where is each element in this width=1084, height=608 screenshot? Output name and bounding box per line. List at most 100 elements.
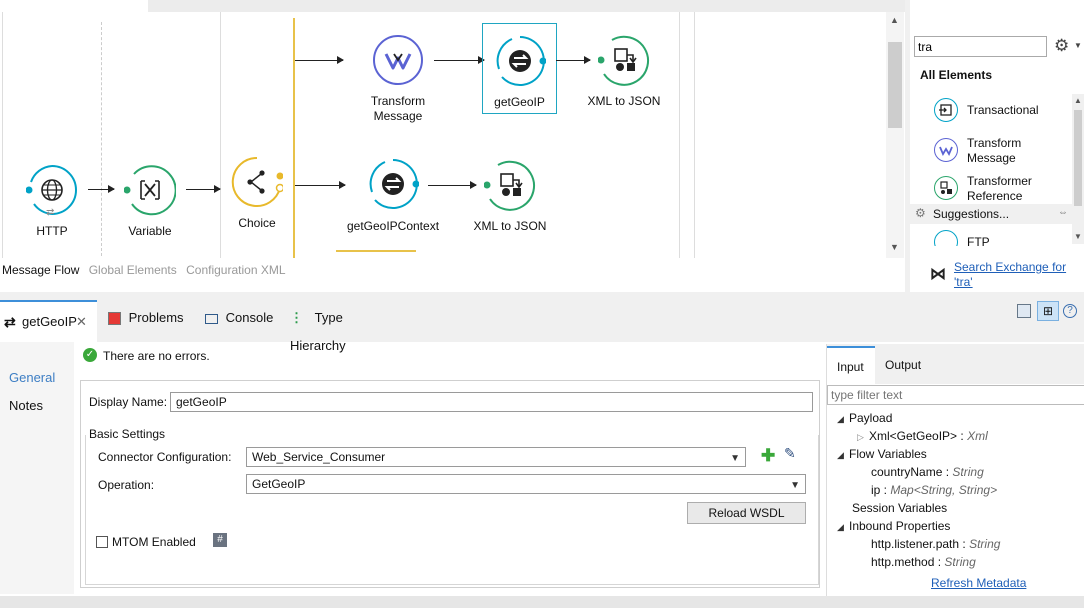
transform-message-node[interactable]: Transform Message: [356, 34, 440, 126]
save-icon[interactable]: [1017, 304, 1031, 318]
lane-divider: [2, 12, 3, 258]
http-listener-node[interactable]: ⇄ HTTP: [14, 164, 90, 244]
choice-scope-line: [293, 18, 295, 258]
help-icon[interactable]: ?: [1063, 304, 1077, 318]
tree-node-http-listener-path[interactable]: http.listener.path : String: [871, 537, 1001, 551]
choice-router-node[interactable]: Choice: [220, 156, 294, 236]
editor-side-nav: General Notes: [0, 342, 74, 594]
tab-console[interactable]: Console: [205, 304, 285, 334]
transformer-reference-icon: [934, 176, 958, 200]
console-icon: [205, 313, 218, 324]
chevron-down-icon[interactable]: ▼: [1074, 41, 1082, 50]
metadata-filter-input[interactable]: [827, 385, 1084, 405]
palette-item-label: Message: [967, 151, 1016, 165]
operation-select[interactable]: GetGeoIP ▼: [246, 474, 806, 494]
flow-arrow: [295, 56, 344, 64]
expression-mode-icon[interactable]: #: [213, 533, 227, 547]
lane-divider-dashed: [101, 22, 102, 256]
variable-label: Variable: [128, 224, 172, 238]
scroll-thumb[interactable]: [1074, 110, 1082, 206]
tab-global-elements[interactable]: Global Elements: [88, 263, 177, 277]
scroll-up-arrow[interactable]: ▲: [890, 15, 899, 25]
validation-status: There are no errors.: [103, 349, 210, 363]
tree-node-countryname[interactable]: countryName : String: [871, 465, 984, 479]
getgeoipcontext-node[interactable]: getGeoIPContext: [340, 158, 446, 238]
connector-config-select[interactable]: Web_Service_Consumer ▼: [246, 447, 746, 467]
lane-divider: [220, 12, 221, 258]
palette-search-input[interactable]: [914, 36, 1047, 57]
palette-item-label: Transformer: [967, 174, 1032, 188]
add-config-button[interactable]: ✚: [761, 446, 776, 465]
tree-view-toggle-icon[interactable]: ⊞: [1037, 301, 1059, 321]
tab-problems[interactable]: Problems: [108, 304, 194, 334]
scroll-thumb[interactable]: [888, 42, 902, 128]
web-service-consumer-icon: [367, 158, 419, 210]
properties-editor: ⇄ getGeoIP ✕ Problems Console ⋮ Type Hie…: [0, 296, 1084, 608]
chevron-down-icon: ▼: [790, 480, 800, 491]
general-form: Display Name: getGeoIP Basic Settings Co…: [80, 380, 820, 588]
refresh-metadata-link[interactable]: Refresh Metadata: [931, 576, 1027, 590]
transform-icon: [372, 34, 424, 86]
nav-notes[interactable]: Notes: [9, 398, 43, 413]
canvas-top-strip: [148, 0, 905, 12]
collapse-icon[interactable]: ⇔: [1058, 207, 1068, 218]
tab-type-hierarchy[interactable]: ⋮ Type Hierarchy: [290, 310, 346, 353]
tree-node-flow-variables[interactable]: ◢Flow Variables: [837, 447, 927, 461]
palette-list-scrollbar[interactable]: ▲ ▼: [1072, 94, 1084, 244]
suggestions-label: Suggestions...: [933, 207, 1010, 221]
scroll-down-arrow[interactable]: ▼: [890, 242, 899, 252]
palette-item-label: FTP: [967, 235, 990, 246]
flow-canvas[interactable]: ⇄ HTTP Variable: [0, 0, 905, 292]
xml-to-json-label-2: XML to JSON: [473, 219, 547, 233]
nav-general[interactable]: General: [9, 370, 56, 385]
display-name-label: Display Name:: [89, 395, 168, 409]
tree-node-session-variables[interactable]: Session Variables: [852, 501, 948, 515]
editor-tab-bar: ⇄ getGeoIP ✕ Problems Console ⋮ Type Hie…: [0, 296, 1084, 353]
flow-arrow: [88, 185, 115, 193]
choice-branch-icon: [231, 156, 283, 208]
tab-message-flow[interactable]: Message Flow: [2, 263, 80, 277]
reload-wsdl-button[interactable]: Reload WSDL: [687, 502, 806, 524]
display-name-input[interactable]: getGeoIP: [170, 392, 813, 412]
suggestions-icon: ⚙: [915, 206, 926, 220]
web-service-consumer-icon: [494, 35, 546, 87]
tree-node-http-method[interactable]: http.method : String: [871, 555, 976, 569]
tree-node-payload[interactable]: ◢Payload: [837, 411, 893, 425]
lane-divider: [679, 12, 680, 258]
palette-item-transformer-reference[interactable]: Transformer Reference: [934, 172, 1074, 204]
search-exchange-link[interactable]: Search Exchange for 'tra': [954, 260, 1067, 289]
getgeoip-node[interactable]: getGeoIP: [482, 23, 557, 114]
tab-getgeoip[interactable]: ⇄ getGeoIP ✕: [0, 300, 97, 342]
exchange-icon: ⋈: [930, 266, 946, 283]
choice-label: Choice: [238, 216, 276, 230]
tree-node-ip[interactable]: ip : Map<String, String>: [871, 483, 998, 497]
flow-arrow: [556, 56, 591, 64]
palette-item-transactional[interactable]: Transactional: [934, 98, 1074, 126]
lane-divider: [694, 12, 695, 258]
close-icon[interactable]: ✕: [76, 314, 87, 329]
basic-settings-group: [85, 435, 819, 585]
scroll-down-arrow[interactable]: ▼: [1074, 232, 1082, 241]
getgeoip-label: getGeoIP: [494, 95, 545, 109]
edit-config-button[interactable]: ✎: [784, 445, 796, 461]
scroll-up-arrow[interactable]: ▲: [1074, 96, 1082, 105]
xml-to-json-icon: [598, 34, 650, 86]
xml-to-json-node-1[interactable]: XML to JSON: [584, 34, 664, 114]
xml-to-json-node-2[interactable]: XML to JSON: [470, 159, 550, 239]
mtom-checkbox[interactable]: [96, 536, 108, 548]
tree-node-inbound-properties[interactable]: ◢Inbound Properties: [837, 519, 951, 533]
route-underline: [336, 250, 416, 252]
tab-output[interactable]: Output: [885, 358, 922, 372]
mtom-label: MTOM Enabled: [112, 535, 196, 549]
palette-item-ftp[interactable]: FTP: [934, 230, 1072, 246]
gear-icon[interactable]: ⚙: [1054, 36, 1070, 55]
palette-item-transform-message[interactable]: Transform Message: [934, 134, 1074, 166]
tree-node-xml-getgeoip[interactable]: ▷Xml<GetGeoIP> : Xml: [857, 429, 988, 443]
tab-input[interactable]: Input: [827, 346, 875, 384]
canvas-vertical-scrollbar[interactable]: ▲ ▼: [886, 12, 904, 258]
suggestions-header[interactable]: ⚙ Suggestions... ⇔: [910, 204, 1072, 224]
variable-node[interactable]: Variable: [112, 164, 188, 244]
tab-configuration-xml[interactable]: Configuration XML: [186, 263, 286, 277]
flow-arrow: [295, 181, 346, 189]
xml-to-json-icon: [484, 159, 536, 211]
